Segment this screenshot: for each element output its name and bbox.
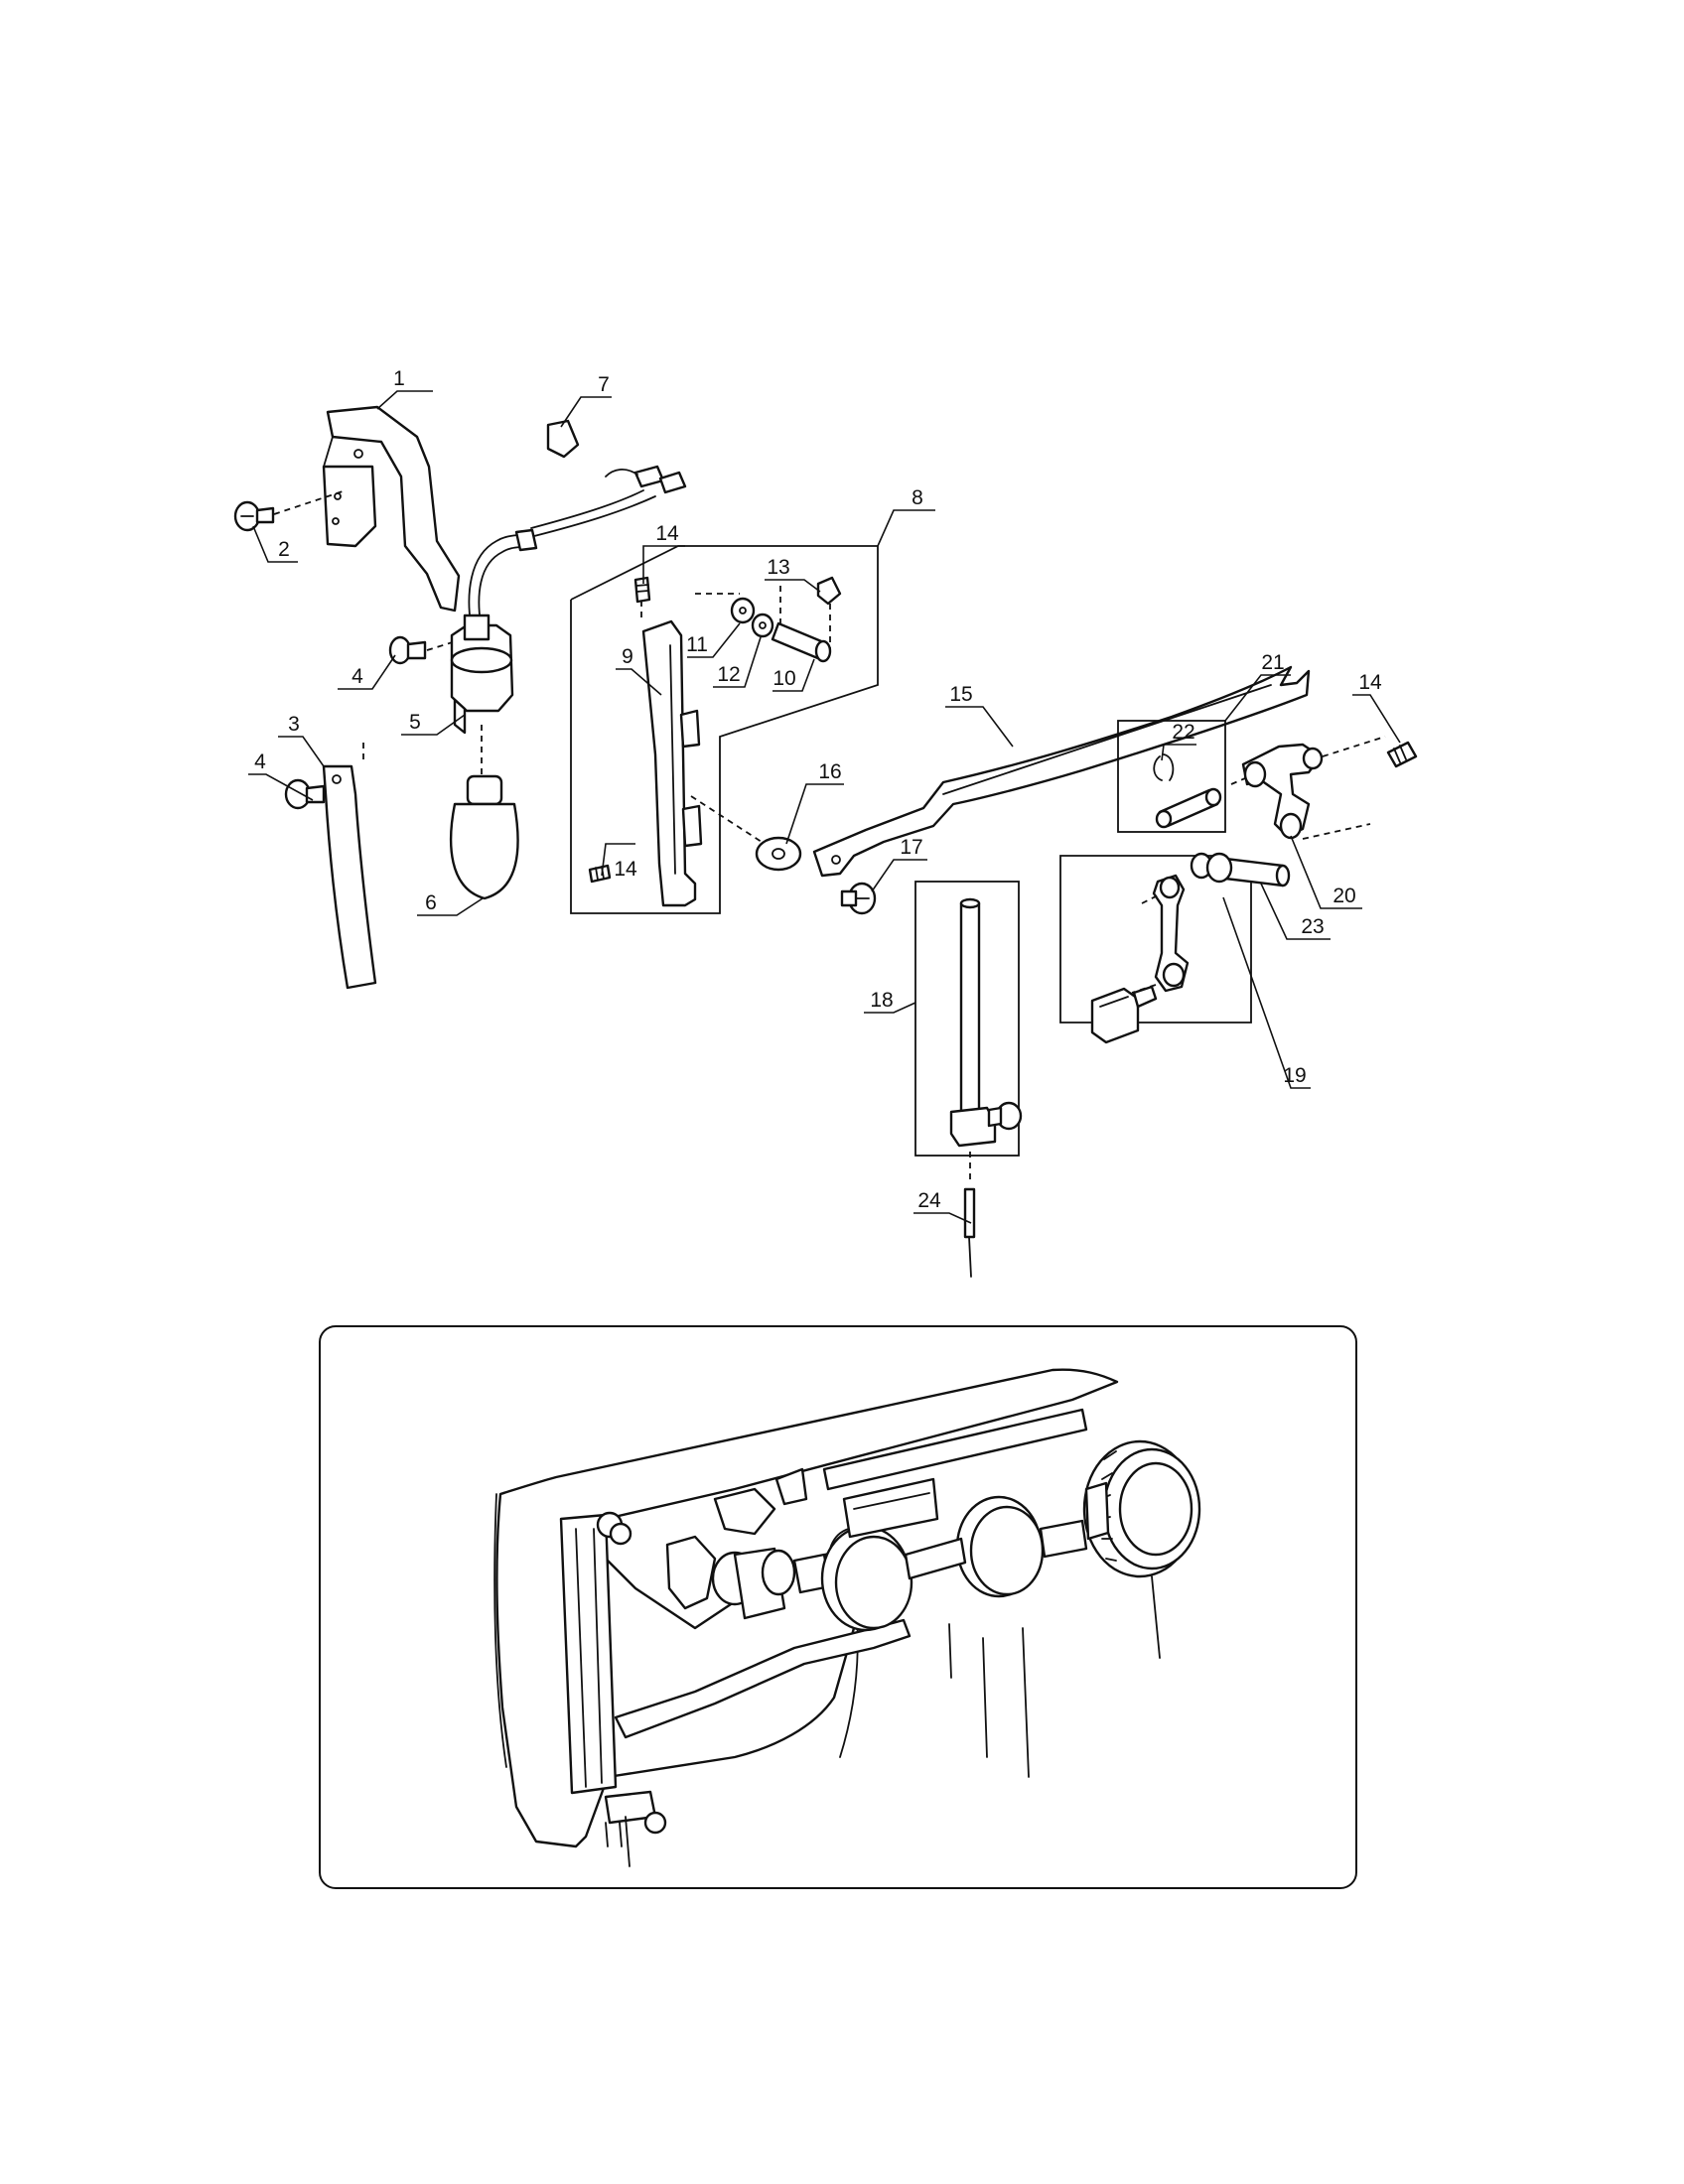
part-4-screw-lower xyxy=(284,778,326,810)
callout-17: 17 xyxy=(900,836,922,859)
callout-5: 5 xyxy=(409,711,421,734)
callout-21: 21 xyxy=(1261,651,1284,674)
callout-12: 12 xyxy=(717,663,740,686)
callout-7: 7 xyxy=(598,373,610,396)
callout-22: 22 xyxy=(1172,721,1194,744)
wire-harness xyxy=(468,528,538,624)
part-18-group xyxy=(914,881,1020,1157)
callout-1: 1 xyxy=(393,367,405,390)
part-14-screw-top xyxy=(633,576,651,604)
part-2-screw xyxy=(233,490,344,532)
part-24-needle xyxy=(963,1187,976,1278)
part-7-cable xyxy=(530,419,687,537)
leader-lines xyxy=(248,390,1401,1224)
callout-labels: 1 2 3 4 4 5 6 7 8 9 10 11 12 13 14 14 14… xyxy=(254,367,1382,1212)
callout-19: 19 xyxy=(1283,1064,1306,1087)
part-22-clip xyxy=(1153,753,1175,781)
callout-11: 11 xyxy=(686,633,708,656)
part-15-lever xyxy=(812,665,1311,878)
part-4-screw-upper xyxy=(388,635,460,665)
part-14-screw-lower xyxy=(588,864,612,884)
part-14-screw-right xyxy=(1386,741,1418,768)
callout-16: 16 xyxy=(818,760,841,783)
part-10-pin xyxy=(771,586,832,663)
callout-9: 9 xyxy=(622,645,633,668)
callout-14b: 14 xyxy=(614,858,637,881)
part-13-clip xyxy=(816,576,842,655)
part-23-pin xyxy=(1190,852,1291,887)
callout-2: 2 xyxy=(278,538,290,561)
callout-14c: 14 xyxy=(1358,671,1382,694)
callout-3: 3 xyxy=(288,713,300,736)
part-5-lamp-socket xyxy=(450,614,514,774)
part-11-washer xyxy=(695,593,756,624)
callout-8: 8 xyxy=(912,486,923,509)
part-21-group xyxy=(1117,720,1226,833)
callout-20: 20 xyxy=(1333,885,1355,907)
part-21-shaft xyxy=(1155,787,1222,829)
callout-23: 23 xyxy=(1301,915,1324,938)
machine-head-assembly xyxy=(493,1368,1201,1867)
part-1-bracket xyxy=(322,405,461,613)
callout-18: 18 xyxy=(870,989,893,1012)
part-12-washer xyxy=(751,613,774,638)
callout-4a: 4 xyxy=(254,751,266,773)
part-3-arm-plate xyxy=(322,740,377,990)
callout-13: 13 xyxy=(767,556,789,579)
part-17-screw xyxy=(840,882,877,915)
part-6-bulb xyxy=(450,774,519,900)
callout-10: 10 xyxy=(772,667,795,690)
part-20-crank xyxy=(1230,736,1386,840)
callout-15: 15 xyxy=(949,683,972,706)
part-19-crank xyxy=(1131,874,1190,994)
part-9-long-plate xyxy=(640,601,766,907)
callout-6: 6 xyxy=(425,891,437,914)
callout-24: 24 xyxy=(917,1189,941,1212)
part-19-block xyxy=(1090,985,1158,1044)
callout-14a: 14 xyxy=(655,522,679,545)
part-16-disc xyxy=(755,836,802,872)
callout-4b: 4 xyxy=(351,665,363,688)
part-18-needle-bar xyxy=(949,897,1023,1181)
